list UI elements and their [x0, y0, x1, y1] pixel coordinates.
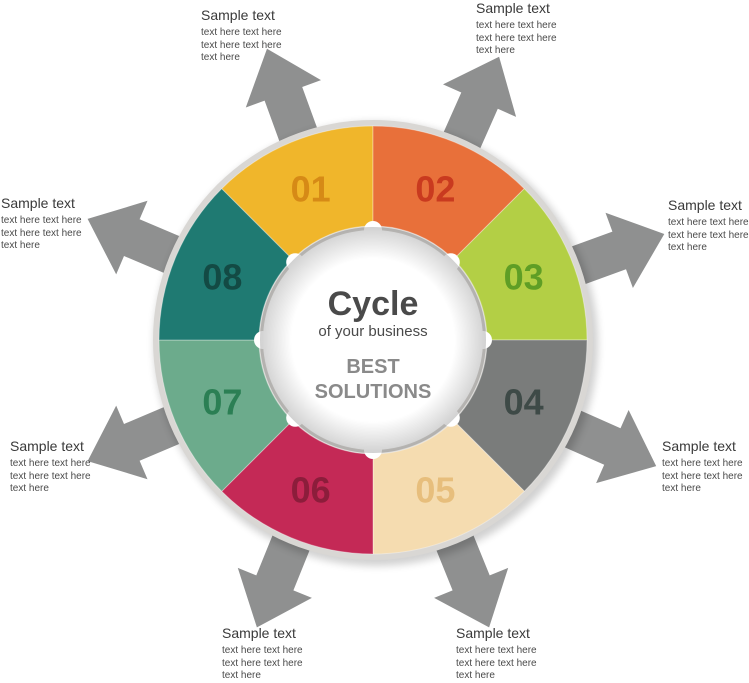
segment-07 — [158, 339, 294, 493]
segment-label-07: 07 — [202, 381, 242, 422]
callout-title: Sample text — [668, 197, 742, 213]
callout-4: Sample text text here text here text here… — [662, 438, 749, 496]
callout-title: Sample text — [10, 438, 84, 454]
segment-03 — [452, 187, 588, 341]
callout-title: Sample text — [662, 438, 736, 454]
callout-body: text here text here text here text here … — [668, 217, 749, 253]
callout-6: Sample text text here text here text here… — [222, 625, 372, 683]
callout-body: text here text here text here text here … — [456, 645, 537, 681]
segment-label-01: 01 — [291, 168, 331, 209]
segment-label-06: 06 — [291, 470, 331, 511]
callout-3: Sample text text here text here text here… — [668, 197, 749, 255]
center-tagline-line1: BEST — [346, 356, 399, 378]
callout-body: text here text here text here text here … — [222, 645, 303, 681]
segment-04 — [452, 339, 588, 493]
callout-arrow-8 — [87, 200, 193, 279]
segment-label-03: 03 — [504, 257, 544, 298]
segment-08 — [158, 187, 294, 341]
callout-title: Sample text — [476, 0, 550, 16]
segment-label-08: 08 — [202, 257, 242, 298]
segment-group — [158, 125, 588, 555]
callout-7: Sample text text here text here text here… — [10, 438, 160, 496]
callout-2: Sample text text here text here text here… — [476, 0, 626, 58]
callout-body: text here text here text here text here … — [476, 20, 557, 56]
callout-arrow-1 — [245, 48, 322, 155]
segment-01 — [220, 125, 374, 261]
callout-8: Sample text text here text here text here… — [1, 195, 151, 253]
center-tagline-line2: SOLUTIONS — [315, 381, 432, 403]
callout-body: text here text here text here text here … — [662, 458, 743, 494]
callout-body: text here text here text here text here … — [10, 458, 91, 494]
segment-06 — [220, 419, 374, 555]
center-title: Cycle — [328, 285, 419, 323]
segment-labels: 01 02 03 04 05 06 07 08 — [202, 168, 543, 510]
callout-title: Sample text — [201, 7, 275, 23]
callout-body: text here text here text here text here … — [1, 215, 82, 251]
callout-arrow-2 — [438, 56, 517, 161]
segment-label-05: 05 — [415, 470, 455, 511]
segment-05 — [372, 419, 526, 555]
callout-body: text here text here text here text here … — [201, 27, 282, 63]
callout-1: Sample text text here text here text here… — [201, 7, 351, 65]
callout-5: Sample text text here text here text here… — [456, 625, 606, 683]
callout-title: Sample text — [456, 625, 530, 641]
center-subtitle: of your business — [318, 323, 427, 340]
callout-arrow-7 — [87, 401, 193, 480]
center-hub-shade — [260, 227, 486, 453]
segment-02 — [372, 125, 526, 261]
segment-label-04: 04 — [504, 381, 544, 422]
callout-title: Sample text — [222, 625, 296, 641]
callout-title: Sample text — [1, 195, 75, 211]
segment-label-02: 02 — [415, 168, 455, 209]
